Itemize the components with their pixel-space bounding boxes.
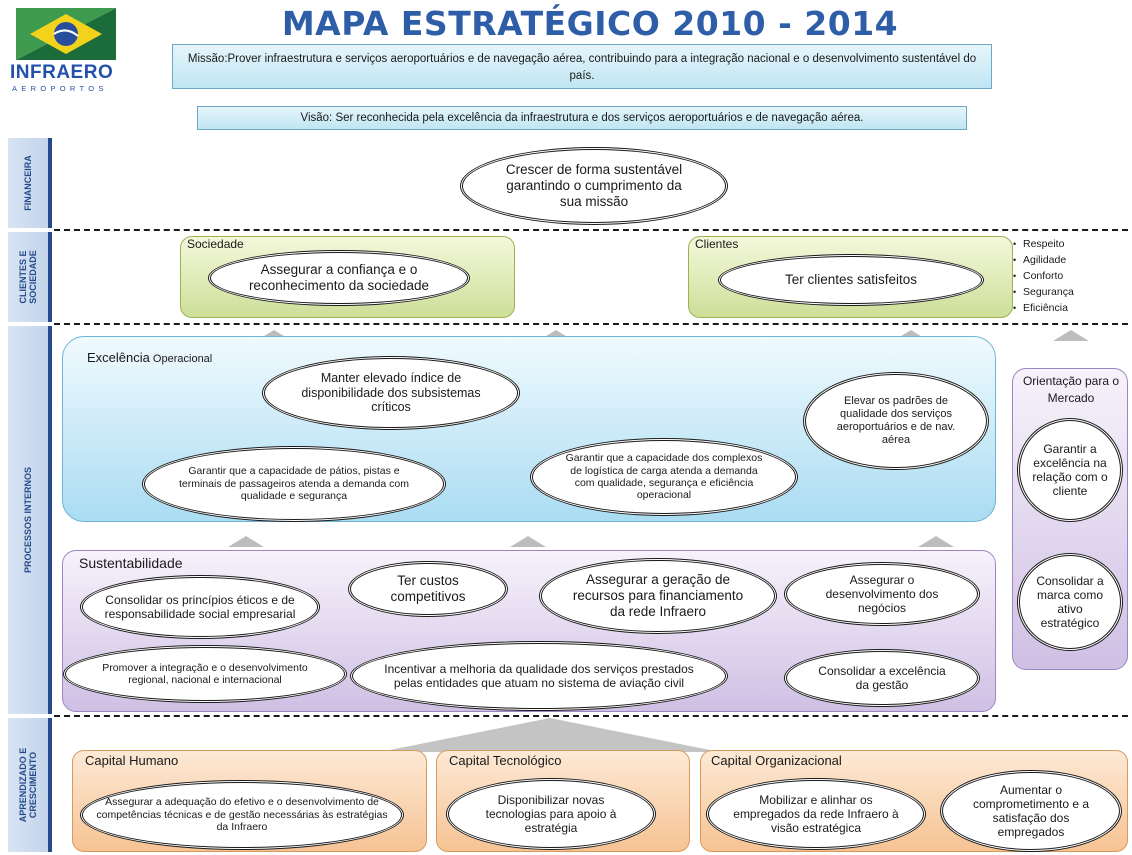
arrow-up-icon [538, 330, 574, 341]
perspective-label: CLIENTES E SOCIEDADE [18, 250, 38, 304]
infraero-logo: INFRAERO AEROPORTOS [8, 8, 133, 93]
objective-excelencia-relacao: Garantir a excelência na relação com o c… [1017, 418, 1123, 522]
arrow-up-icon [918, 536, 954, 547]
arrow-up-icon [1053, 330, 1089, 341]
grey-arrow-icon [380, 718, 720, 752]
objective-mobilizar-empregados: Mobilizar e alinhar os empregados da red… [706, 778, 926, 850]
group-label: Excelência Operacional [87, 350, 212, 365]
objective-padroes-qualidade: Elevar os padrões de qualidade dos servi… [803, 372, 989, 470]
objective-melhoria-qualidade: Incentivar a melhoria da qualidade dos s… [350, 641, 728, 711]
objective-comprometimento: Aumentar o comprometimento e a satisfaçã… [940, 770, 1122, 852]
perspective-clientes: CLIENTES E SOCIEDADE [8, 232, 52, 322]
perspective-label-line: SOCIEDADE [28, 250, 38, 304]
group-label-rest: Operacional [149, 353, 213, 365]
logo-text: INFRAERO [10, 62, 114, 83]
objective-integracao-regional: Promover a integração e o desenvolviment… [63, 645, 347, 703]
perspective-aprendizado: APRENDIZADO E CRESCIMENTO [8, 718, 52, 852]
objective-confianca: Assegurar a confiança e o reconhecimento… [208, 250, 470, 306]
arrow-up-icon [228, 536, 264, 547]
group-label: Capital Tecnológico [449, 753, 562, 768]
group-label: Capital Organizacional [711, 753, 842, 768]
objective-capacidade-patios: Garantir que a capacidade de pátios, pis… [142, 446, 446, 522]
objective-principios-eticos: Consolidar os princípios éticos e de res… [80, 575, 320, 639]
page-title: MAPA ESTRATÉGICO 2010 - 2014 [281, 4, 899, 43]
mission-banner: Missão:Prover infraestrutura e serviços … [172, 44, 992, 89]
objective-desenvolvimento-negocios: Assegurar o desenvolvimento dos negócios [784, 562, 980, 626]
objective-excelencia-gestao: Consolidar a excelência da gestão [784, 649, 980, 707]
objective-disponibilidade: Manter elevado índice de disponibilidade… [262, 356, 520, 430]
attribute-item: Segurança [1013, 284, 1125, 300]
group-label: Capital Humano [85, 753, 179, 768]
attribute-item: Conforto [1013, 268, 1125, 284]
logo-subtext: AEROPORTOS [12, 84, 108, 93]
objective-adequacao-efetivo: Assegurar a adequação do efetivo e o des… [80, 780, 404, 850]
perspective-label: PROCESSOS INTERNOS [23, 466, 33, 574]
attribute-item: Respeito [1013, 236, 1125, 252]
objective-geracao-recursos: Assegurar a geração de recursos para fin… [539, 558, 777, 634]
attribute-item: Agilidade [1013, 252, 1125, 268]
vision-banner: Visão: Ser reconhecida pela excelência d… [197, 106, 967, 130]
perspective-label: APRENDIZADO E CRESCIMENTO [18, 748, 38, 823]
perspective-label-line: CLIENTES E [18, 250, 28, 304]
group-label: Sustentabilidade [79, 555, 183, 571]
perspective-processos: PROCESSOS INTERNOS [8, 326, 52, 714]
attribute-item: Eficiência [1013, 300, 1125, 316]
arrow-up-icon [893, 330, 929, 341]
divider-line [54, 323, 1128, 325]
group-label: Orientação para o Mercado [1022, 374, 1120, 405]
divider-line [54, 229, 1128, 231]
group-label: Clientes [695, 237, 739, 251]
objective-clientes-satisfeitos: Ter clientes satisfeitos [718, 254, 984, 306]
group-label: Sociedade [187, 237, 244, 251]
perspective-label-line: CRESCIMENTO [28, 751, 38, 819]
objective-consolidar-marca: Consolidar a marca como ativo estratégic… [1017, 553, 1123, 651]
arrow-up-icon [510, 536, 546, 547]
objective-crescer: Crescer de forma sustentável garantindo … [460, 147, 728, 225]
client-attributes-list: Respeito Agilidade Conforto Segurança Ef… [1013, 236, 1125, 316]
group-label-bold: Excelência [87, 350, 150, 365]
perspective-label-line: APRENDIZADO E [18, 747, 28, 823]
perspective-label: FINANCEIRA [23, 155, 33, 211]
perspective-financeira: FINANCEIRA [8, 138, 52, 228]
objective-capacidade-carga: Garantir que a capacidade dos complexos … [530, 438, 798, 516]
divider-line [54, 715, 1128, 717]
objective-custos-competitivos: Ter custos competitivos [348, 561, 508, 617]
logo-emblem-icon [16, 8, 116, 60]
arrow-up-icon [256, 330, 292, 341]
objective-novas-tecnologias: Disponibilizar novas tecnologias para ap… [446, 778, 656, 850]
